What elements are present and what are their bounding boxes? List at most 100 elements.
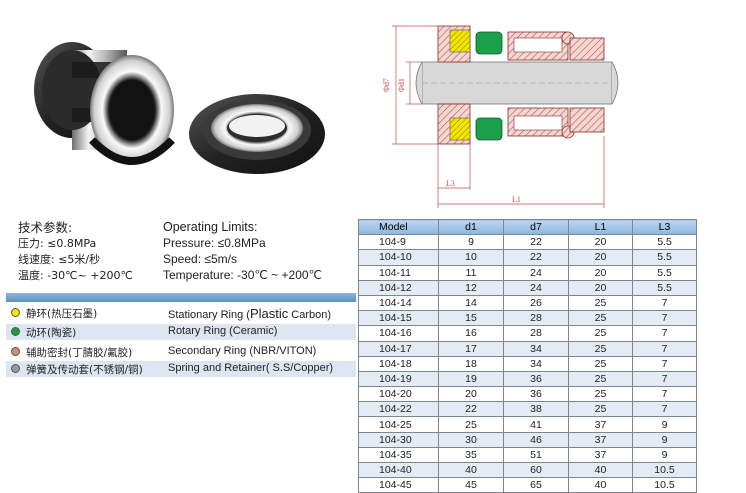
col-header-d1: d1 <box>438 218 504 236</box>
table-cell: 36 <box>503 370 569 388</box>
table-cell: 34 <box>503 340 569 357</box>
green-dot-icon <box>11 327 20 336</box>
table-cell: 104-10 <box>358 249 439 266</box>
table-cell: 5.5 <box>632 249 697 266</box>
table-cell: 9 <box>632 446 697 464</box>
table-cell: 104-30 <box>358 431 439 448</box>
col-header-d7: d7 <box>503 218 569 236</box>
legend-top-bar <box>6 293 356 302</box>
product-photo <box>34 42 325 174</box>
cn-temperature: 温度: -30℃~ +200℃ <box>18 269 133 282</box>
salmon-dot-icon <box>11 347 20 356</box>
housing-bottom <box>437 103 605 145</box>
table-cell: 7 <box>632 401 697 418</box>
shaft <box>415 61 619 105</box>
component-legend: 静环(热压石墨) Stationary Ring (Plastic Carbon… <box>6 293 356 383</box>
table-cell: 41 <box>503 416 569 433</box>
en-temperature: Temperature: -30℃ ~ +200℃ <box>163 268 323 282</box>
table-cell: 37 <box>568 446 633 464</box>
table-cell: 60 <box>503 461 569 479</box>
table-cell: 22 <box>503 234 569 251</box>
table-cell: 24 <box>503 264 569 281</box>
table-cell: 104-19 <box>358 370 439 388</box>
table-cell: 16 <box>438 325 504 342</box>
legend-en-label: Rotary Ring (Ceramic) <box>168 325 278 337</box>
table-cell: 104-25 <box>358 416 439 433</box>
table-cell: 20 <box>568 234 633 251</box>
table-cell: 9 <box>632 416 697 433</box>
table-cell: 104-35 <box>358 446 439 464</box>
table-cell: 28 <box>503 310 569 327</box>
table-cell: 25 <box>438 416 504 433</box>
table-cell: 7 <box>632 325 697 342</box>
table-cell: 22 <box>503 249 569 266</box>
cn-speed: 线速度: ≤5米/秒 <box>18 253 101 266</box>
col-header-model: Model <box>358 218 439 236</box>
table-cell: 37 <box>568 431 633 448</box>
legend-cn-label: 弹簧及传动套(不锈钢/铜) <box>26 364 143 376</box>
table-cell: 104-9 <box>358 234 439 251</box>
table-cell: 46 <box>503 431 569 448</box>
table-cell: 9 <box>632 431 697 448</box>
table-cell: 20 <box>568 264 633 281</box>
table-cell: 17 <box>438 340 504 357</box>
table-cell: 25 <box>568 340 633 357</box>
table-cell: 25 <box>568 325 633 342</box>
table-cell: 104-14 <box>358 294 439 312</box>
table-cell: 7 <box>632 340 697 357</box>
yellow-dot-icon <box>11 308 20 317</box>
table-cell: 36 <box>503 386 569 403</box>
grey-dot-icon <box>11 364 20 373</box>
table-cell: 37 <box>568 416 633 433</box>
cn-pressure: 压力: ≤0.8MPa <box>18 237 97 250</box>
en-spec-title: Operating Limits: <box>163 220 258 234</box>
table-cell: 45 <box>438 477 504 493</box>
en-pressure: Pressure: ≤0.8MPa <box>163 236 266 250</box>
table-cell: 34 <box>503 355 569 372</box>
table-cell: 15 <box>438 310 504 327</box>
legend-row-stationary: 静环(热压石墨) Stationary Ring (Plastic Carbon… <box>6 305 356 321</box>
legend-row-spring: 弹簧及传动套(不锈钢/铜) Spring and Retainer( S.S/C… <box>6 361 356 377</box>
table-cell: 104-40 <box>358 461 439 479</box>
table-cell: 7 <box>632 370 697 388</box>
table-cell: 35 <box>438 446 504 464</box>
table-cell: 7 <box>632 355 697 372</box>
table-cell: 40 <box>568 477 633 493</box>
cn-spec-title: 技术参数: <box>18 220 73 235</box>
table-cell: 11 <box>438 264 504 281</box>
legend-en-label: Secondary Ring (NBR/VITON) <box>168 345 317 357</box>
table-cell: 7 <box>632 294 697 312</box>
dim-l3: L3 <box>446 179 455 188</box>
table-cell: 9 <box>438 234 504 251</box>
table-cell: 18 <box>438 355 504 372</box>
table-cell: 104-17 <box>358 340 439 357</box>
legend-cn-label: 动环(陶瓷) <box>26 327 77 339</box>
table-cell: 20 <box>438 386 504 403</box>
table-cell: 104-22 <box>358 401 439 418</box>
table-header-row: Model d1 d7 L1 L3 <box>358 218 697 236</box>
rotary-ring-image <box>189 94 325 174</box>
table-cell: 20 <box>568 249 633 266</box>
legend-en-label: Spring and Retainer( S.S/Copper) <box>168 362 334 374</box>
table-cell: 19 <box>438 370 504 388</box>
table-cell: 20 <box>568 279 633 296</box>
legend-en-label: Stationary Ring (Plastic Carbon) <box>168 306 332 321</box>
table-cell: 25 <box>568 294 633 312</box>
table-cell: 10.5 <box>632 477 697 493</box>
table-cell: 25 <box>568 355 633 372</box>
legend-row-secondary: 辅助密封(丁腈胶/氟胶) Secondary Ring (NBR/VITON) <box>6 344 356 360</box>
table-cell: 7 <box>632 310 697 327</box>
